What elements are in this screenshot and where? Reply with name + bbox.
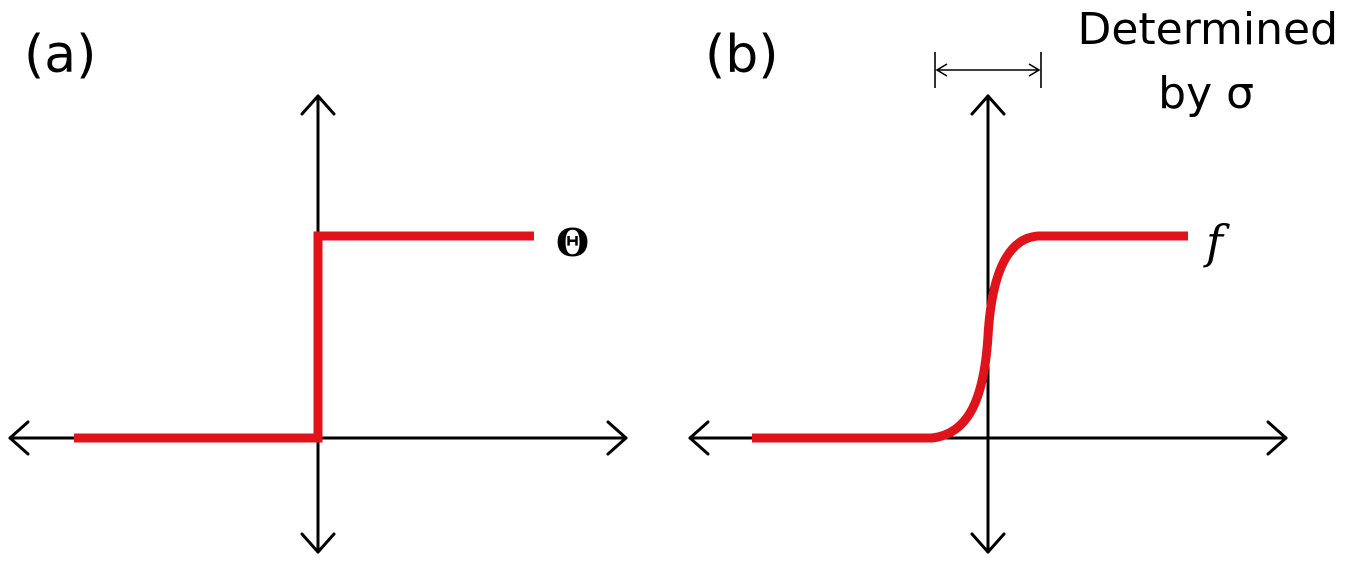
panel-a-x-arrow-right [606, 420, 628, 456]
panel-b-x-arrow-left [688, 420, 710, 456]
width-marker-arrow-right [1028, 63, 1041, 77]
annotation-line-1: Determined [1077, 4, 1338, 55]
panel-a-label: (a) [24, 25, 96, 85]
panel-b: (b) Determined by σ f [688, 4, 1338, 554]
theta-label: Θ [556, 220, 589, 265]
panel-b-x-arrow-right [1266, 420, 1288, 456]
panel-b-label: (b) [705, 25, 779, 85]
panel-a-y-arrow-down [300, 532, 336, 554]
panel-a-x-arrow-left [8, 420, 30, 456]
width-marker-arrow-left [935, 63, 948, 77]
panel-a: (a) Θ [8, 25, 628, 554]
panel-b-y-arrow-up [970, 94, 1006, 116]
smooth-step-curve [752, 231, 1188, 443]
panel-b-y-arrow-down [970, 532, 1006, 554]
f-label: f [1203, 215, 1230, 269]
panel-a-y-arrow-up [300, 94, 336, 116]
annotation-line-2: by σ [1158, 68, 1254, 119]
sigma-width-marker [934, 52, 1042, 88]
step-function-curve [74, 231, 534, 443]
